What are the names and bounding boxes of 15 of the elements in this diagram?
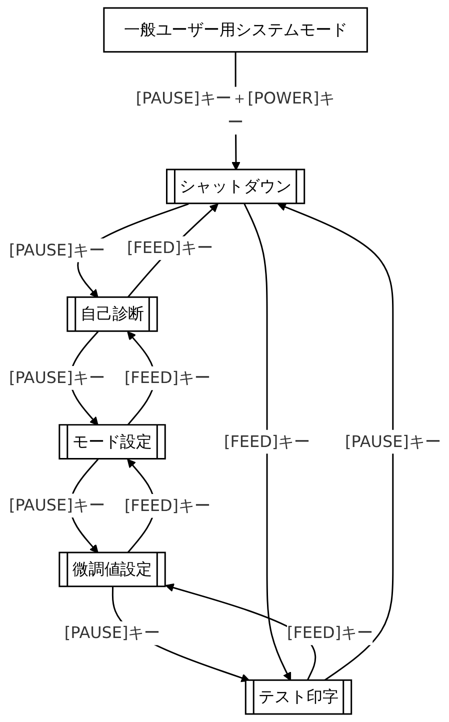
arrow xyxy=(126,204,218,298)
edge-label: [FEED]キー xyxy=(126,238,213,258)
edge-label: [FEED]キー xyxy=(286,623,373,642)
edge-label: [PAUSE]キー＋[POWER]キー xyxy=(136,88,335,132)
edge-label: [PAUSE]キー xyxy=(64,623,160,642)
edge-label: [FEED]キー xyxy=(124,368,210,388)
arrow xyxy=(277,202,394,682)
edge-label: [PAUSE]キー xyxy=(8,368,104,387)
edge-label: [PAUSE]キー xyxy=(8,240,104,260)
edge-label: [PAUSE]キー xyxy=(344,432,440,451)
node-box: 一般ユーザー用システムモード xyxy=(102,7,368,53)
edge-label: [FEED]キー xyxy=(124,496,210,515)
edge-label: [PAUSE]キー xyxy=(8,496,104,515)
arrow xyxy=(243,204,291,681)
edge-label: [FEED]キー xyxy=(224,432,310,451)
